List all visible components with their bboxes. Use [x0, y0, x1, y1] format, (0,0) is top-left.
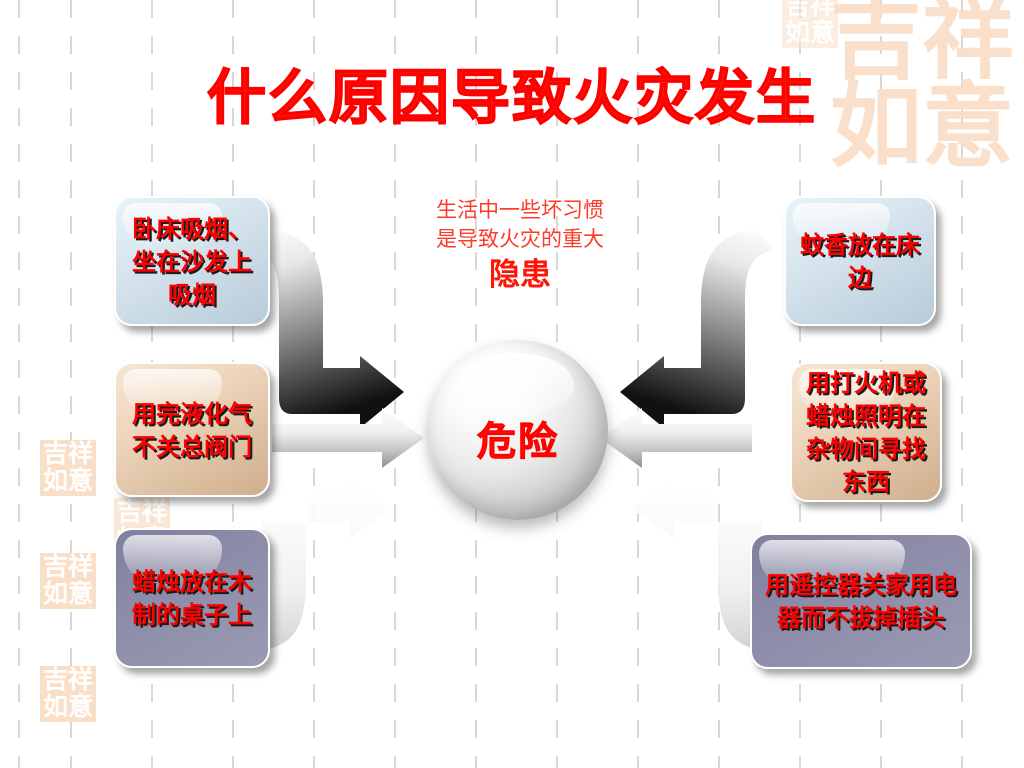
cause-box-left-2[interactable]: 用完液化气不关总阀门: [114, 362, 270, 497]
cause-box-label: 用遥控器关家用电器而不拔掉插头: [765, 570, 957, 632]
center-caption: 生活中一些坏习惯 是导致火灾的重大 隐患: [392, 196, 648, 293]
cause-box-label: 卧床吸烟、坐在沙发上吸烟: [132, 213, 252, 309]
arrow-bottom-left: [266, 476, 392, 616]
arrow-middle-left: [272, 408, 424, 468]
seal-watermark-small: 吉祥如意: [40, 553, 96, 609]
central-hub-sphere[interactable]: 危险: [428, 340, 608, 520]
cause-box-label: 蚊香放在床边: [800, 230, 920, 292]
cause-box-label: 用打火机或蜡烛照明在杂物间寻找东西: [806, 368, 926, 496]
page-title-text: 什么原因导致火灾发生: [206, 62, 817, 133]
cause-box-label: 蜡烛放在木制的桌子上: [132, 567, 252, 629]
cause-box-right-3[interactable]: 用遥控器关家用电器而不拔掉插头: [750, 533, 972, 669]
center-caption-line-1: 生活中一些坏习惯: [436, 198, 604, 222]
cause-box-right-1[interactable]: 蚊香放在床边: [784, 196, 936, 326]
cause-box-left-1[interactable]: 卧床吸烟、坐在沙发上吸烟: [114, 196, 270, 326]
cause-box-left-3[interactable]: 蜡烛放在木制的桌子上: [114, 528, 270, 668]
central-hub-label: 危险: [476, 419, 559, 466]
seal-watermark-small: 吉祥如意: [40, 440, 96, 496]
cause-box-right-2[interactable]: 用打火机或蜡烛照明在杂物间寻找东西: [790, 362, 942, 502]
arrow-middle-right: [600, 408, 752, 468]
center-caption-line-2: 是导致火灾的重大: [436, 227, 604, 251]
seal-watermark-small: 吉祥如意: [782, 0, 838, 48]
arrow-top-left: [250, 230, 404, 428]
center-caption-emphasis: 隐患: [489, 257, 551, 293]
cause-box-label: 用完液化气不关总阀门: [132, 398, 252, 461]
page-title: 什么原因导致火灾发生: [0, 50, 1024, 135]
seal-watermark-small: 吉祥如意: [40, 666, 96, 722]
